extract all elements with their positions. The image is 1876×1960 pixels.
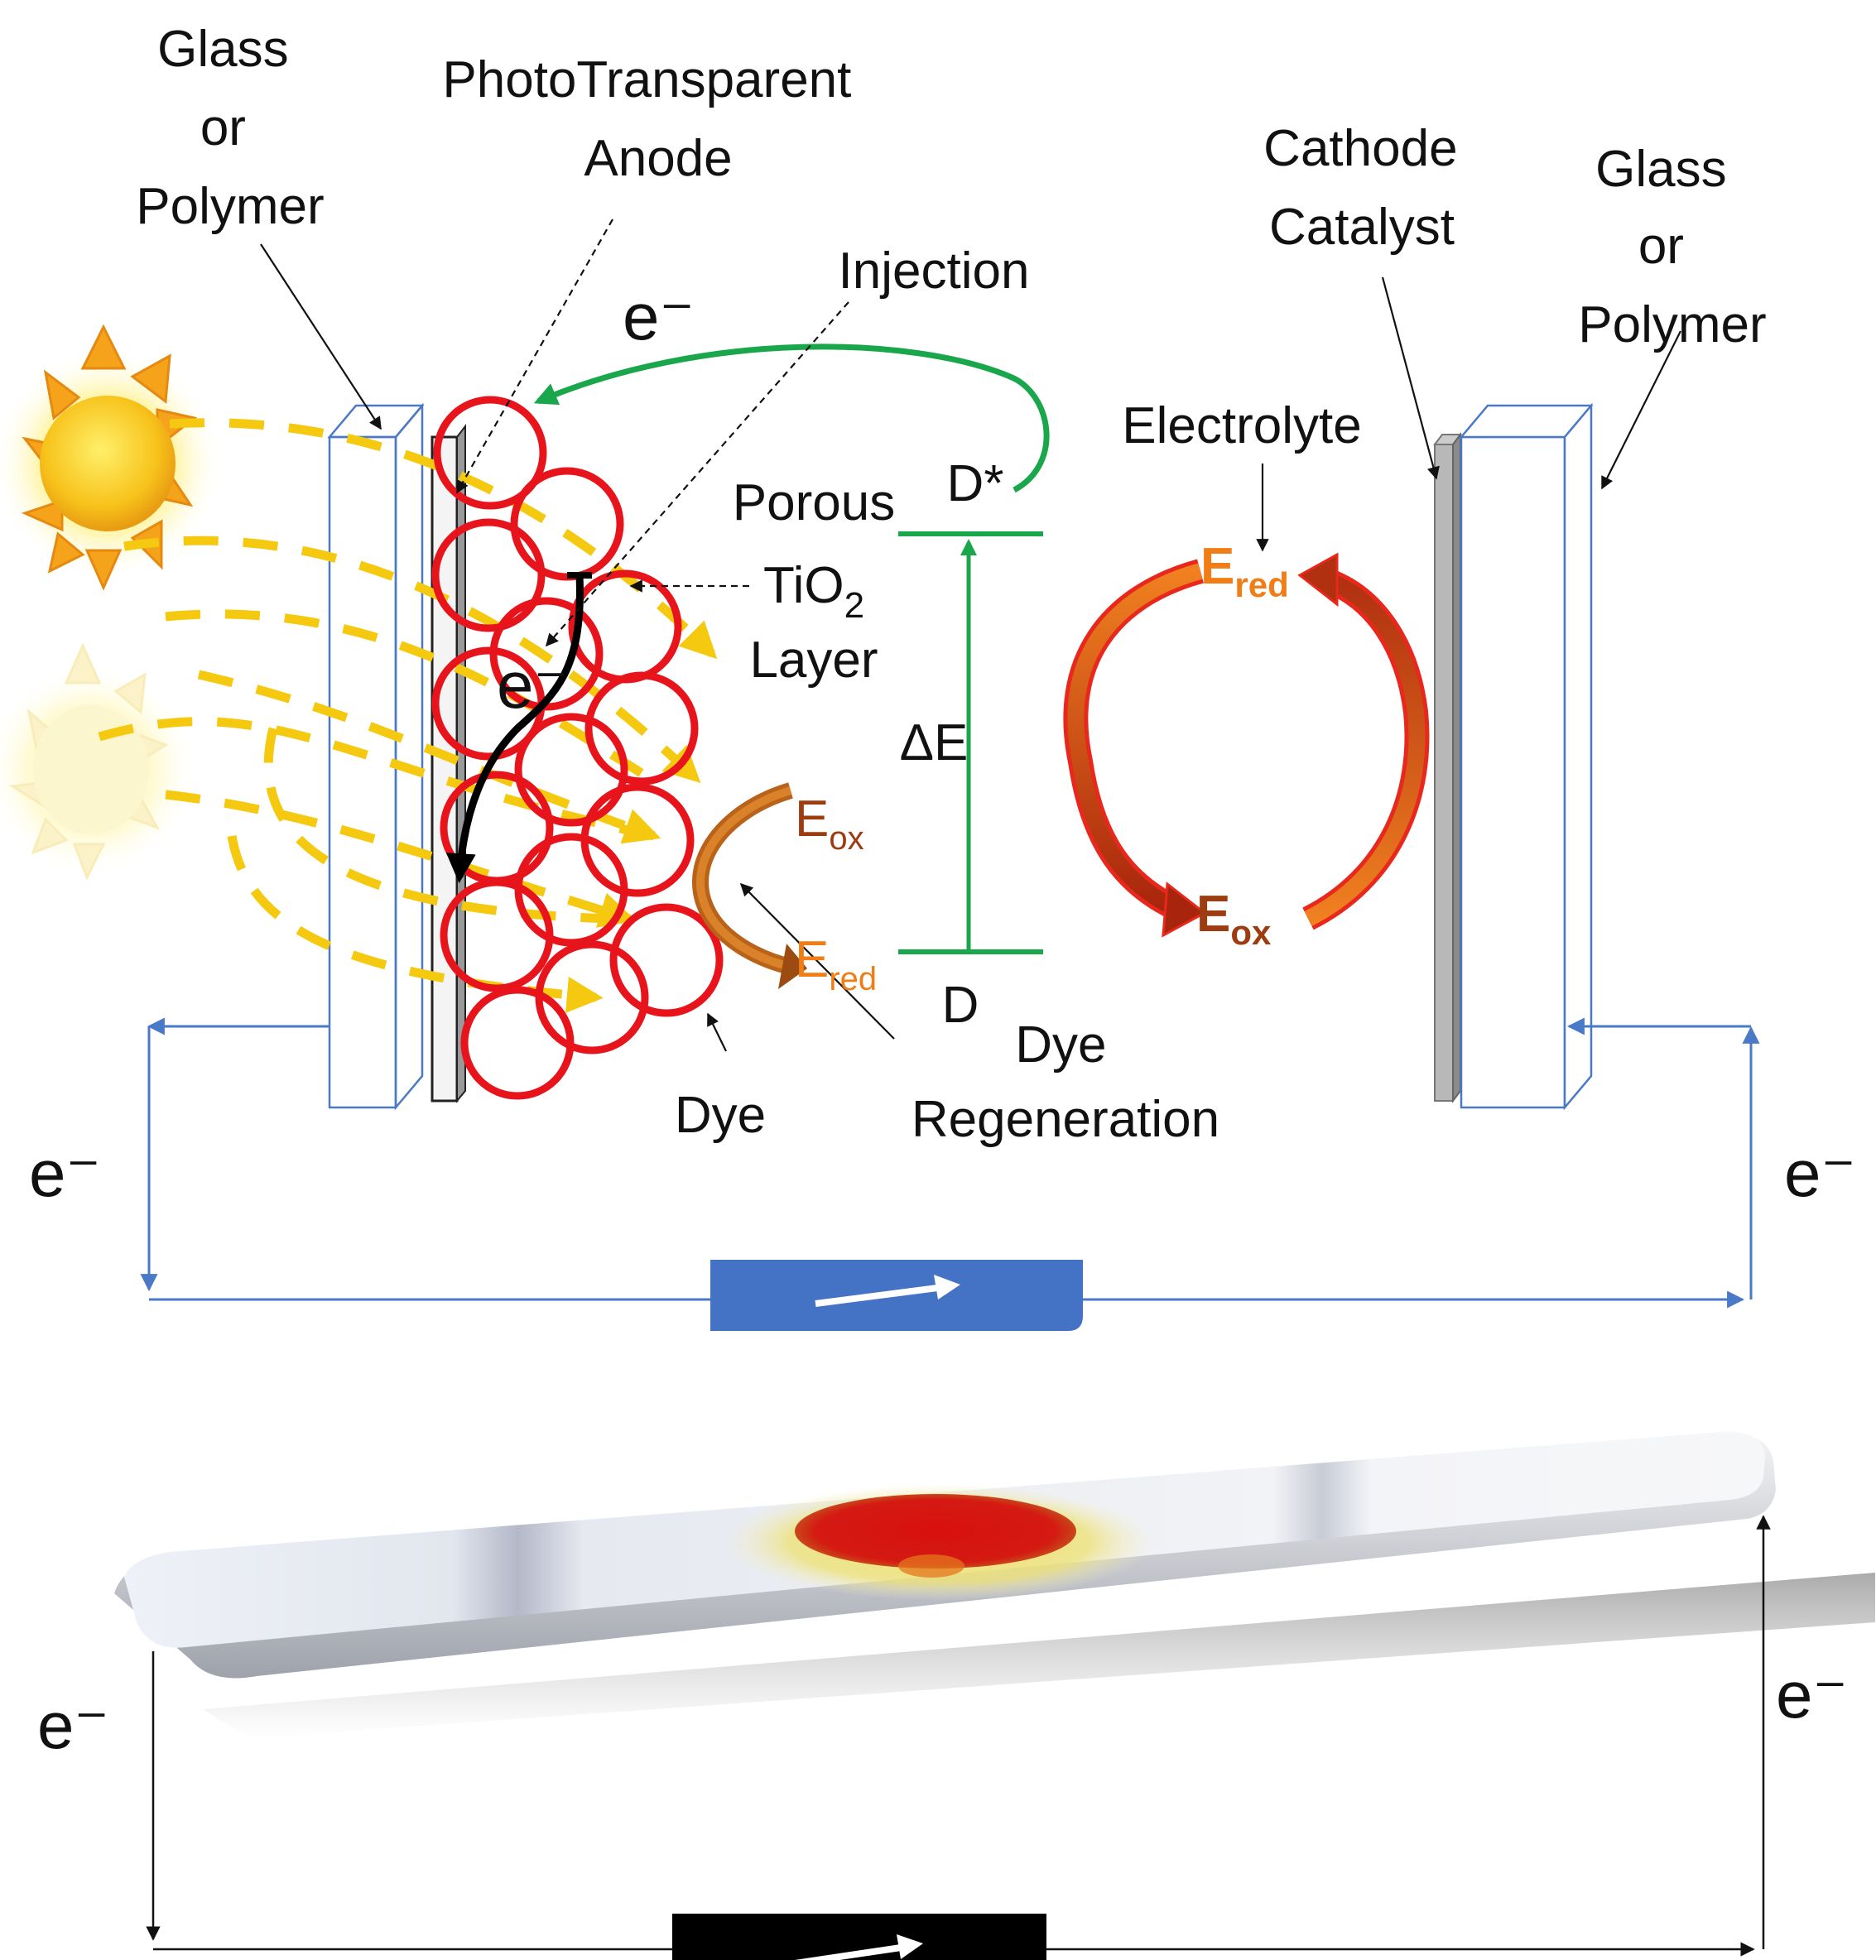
faded-sun-icon (0, 642, 199, 881)
label-dye-regeneration: Dye Regeneration (912, 1016, 1219, 1148)
label-e-minus-top: e⁻ (623, 280, 695, 353)
redox-cycle-arrows (1063, 552, 1430, 938)
energy-level-diagram (533, 343, 1050, 954)
cathode-catalyst-layer (1433, 432, 1462, 1103)
dye-regeneration-arrow (692, 782, 807, 989)
right-glass-plate (1459, 402, 1594, 1111)
label-d: D (942, 977, 979, 1034)
label-delta-e: ΔE (900, 714, 969, 771)
label-cathode: Cathode Catalyst (1263, 120, 1472, 256)
glass-slide-photo (114, 1431, 1875, 1738)
resistor-load-icon (710, 1260, 1083, 1331)
left-glass-plate (327, 402, 425, 1111)
label-glass-right: Glass or Polymer (1578, 141, 1766, 353)
leader-lines (260, 219, 1681, 1052)
label-e-ox-electrolyte: Eox (1196, 886, 1272, 952)
label-e-ox-dye: Eox (795, 790, 864, 857)
electron-transport-path (445, 574, 584, 884)
sun-icon (0, 324, 224, 591)
label-glass-left: Glass or Polymer (136, 21, 324, 235)
label-e-red-dye: Ered (795, 931, 877, 997)
label-porous: Porous (733, 474, 895, 531)
label-d-star: D* (947, 455, 1004, 512)
label-e-minus-injected: e⁻ (497, 648, 569, 722)
label-photo-anode: PhotoTransparent Anode (442, 51, 865, 187)
label-dye-left: Dye (675, 1087, 766, 1144)
label-electrolyte: Electrolyte (1122, 397, 1361, 454)
label-injection: Injection (839, 243, 1030, 300)
label-e-minus-left-bottom: e⁻ (37, 1689, 109, 1762)
label-tio2: TiO2 (763, 557, 864, 626)
resistor-load-icon (672, 1914, 1046, 1960)
label-layer: Layer (749, 632, 878, 689)
label-e-minus-right-top: e⁻ (1784, 1136, 1856, 1210)
label-e-minus-right-bottom: e⁻ (1776, 1658, 1848, 1732)
label-e-red-electrolyte: Ered (1200, 538, 1289, 604)
label-e-minus-left-top: e⁻ (29, 1136, 101, 1210)
tio2-particles (431, 396, 724, 1100)
